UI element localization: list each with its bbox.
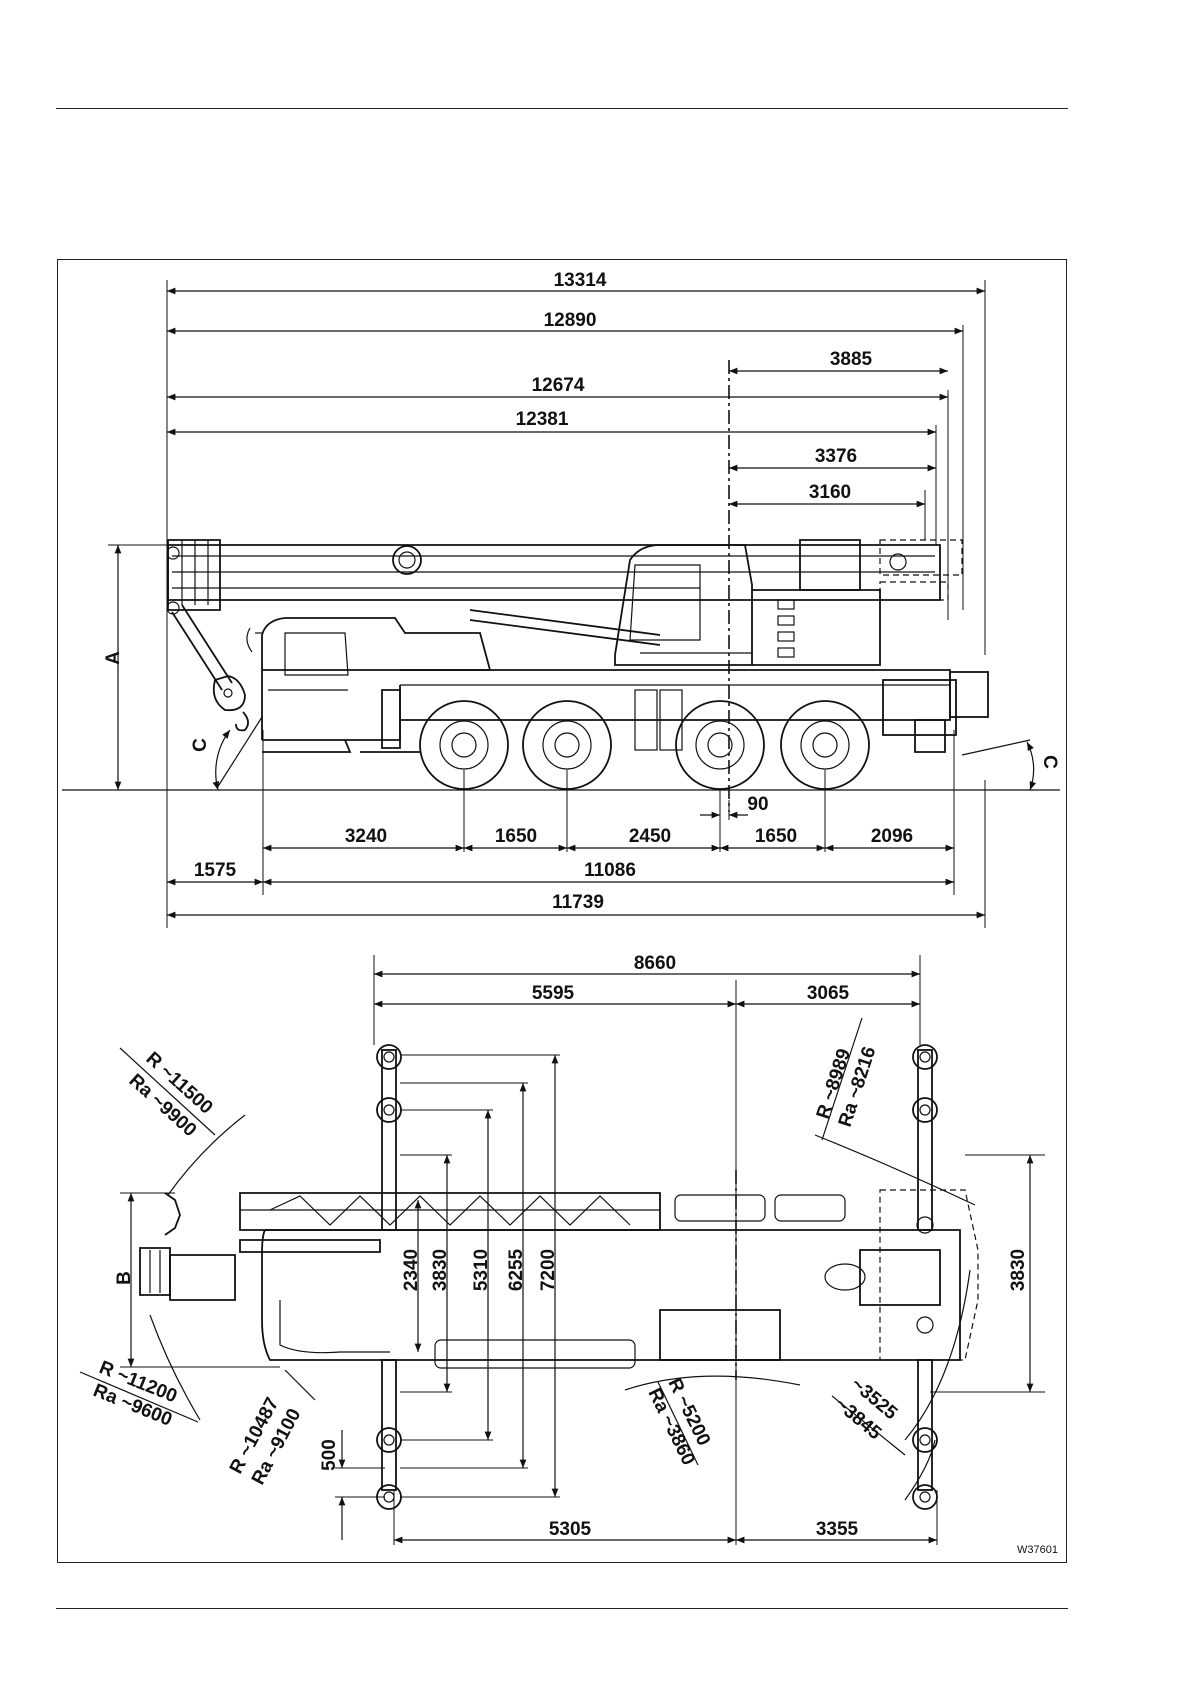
- dim-width-3830-right: 3830: [1008, 1249, 1029, 1291]
- dim-outrigger-width-5310: 5310: [471, 1249, 492, 1291]
- dim-total-carrier: 11739: [552, 892, 604, 913]
- top-view: 8660 5595 3065 5305 3355 7200 6255 5310 …: [80, 953, 1058, 1556]
- crane-side-illustration: [167, 540, 988, 789]
- dim-width-3830-left: 3830: [430, 1249, 451, 1291]
- label-c-front: C: [190, 738, 211, 752]
- dim-outrigger-width-7200: 7200: [538, 1249, 559, 1291]
- label-b: B: [114, 1271, 135, 1285]
- dim-axle3-axle4: 1650: [755, 826, 797, 847]
- dim-rear-outrigger-offset: 3065: [807, 983, 850, 1004]
- figure-id: W37601: [1017, 1544, 1058, 1556]
- dim-hook-overhang: 1575: [194, 860, 237, 881]
- dim-rear-3376: 3376: [815, 446, 857, 467]
- dim-rear-3160: 3160: [809, 482, 851, 503]
- dim-center-to-rear: 3355: [816, 1519, 859, 1540]
- label-a: A: [103, 651, 124, 665]
- dim-rear-overhang: 2096: [871, 826, 913, 847]
- label-c-rear: C: [1039, 755, 1060, 769]
- dim-overall-length-max: 13314: [554, 270, 607, 291]
- dim-front-outrigger-offset: 5595: [532, 983, 575, 1004]
- dim-rear-overhang-max: 3885: [830, 349, 873, 370]
- dim-overall-length: 12890: [544, 310, 597, 331]
- dim-axle2-axle3: 2450: [629, 826, 671, 847]
- dim-carrier-length: 11086: [584, 860, 636, 881]
- dim-length-12674: 12674: [532, 375, 585, 396]
- dim-front-to-axle1: 3240: [345, 826, 387, 847]
- dim-outrigger-spread-length: 8660: [634, 953, 676, 974]
- side-wheels: [420, 701, 869, 789]
- side-view: 13314 12890 3885 12674 12381 3376 3160 A…: [62, 270, 1060, 928]
- dim-outrigger-pad-500: 500: [319, 1439, 340, 1471]
- dim-axle1-axle2: 1650: [495, 826, 537, 847]
- dim-slew-offset: 90: [747, 794, 768, 815]
- dim-length-12381: 12381: [516, 409, 569, 430]
- dim-front-to-center: 5305: [549, 1519, 592, 1540]
- dim-width-2340: 2340: [401, 1249, 422, 1291]
- dim-outrigger-width-6255: 6255: [506, 1248, 527, 1291]
